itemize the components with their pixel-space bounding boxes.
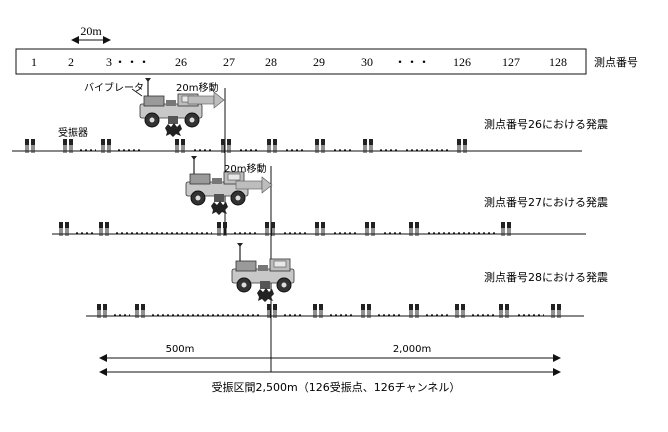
station-number: 1 xyxy=(31,55,37,69)
shot-row-28: 測点番号28における発震 xyxy=(86,242,608,319)
shot-row-26: 20m移動 測点番号26における発震 xyxy=(12,77,608,154)
scale-bar: 20m xyxy=(71,24,111,44)
vibrator-label: バイブレータ xyxy=(84,81,144,94)
station-number: 30 xyxy=(361,55,373,69)
station-number: 29 xyxy=(313,55,325,69)
move-label: 20m移動 xyxy=(224,162,266,175)
vibrator-leader-line xyxy=(131,88,143,97)
distance-arrows: 500m 2,000m 受振区間2,500m（126受振点、126チャンネル） xyxy=(99,344,561,394)
receiver-group xyxy=(96,303,562,319)
station-number: 2 xyxy=(68,55,74,69)
move-label: 20m移動 xyxy=(176,81,218,94)
receiver-group xyxy=(58,221,512,237)
station-number: ・・・ xyxy=(114,55,150,69)
row-label: 測点番号28における発震 xyxy=(484,270,608,284)
shot-row-27: 20m移動 測点番号27における発震 xyxy=(52,155,608,237)
station-number: 27 xyxy=(223,55,235,69)
station-number: 28 xyxy=(265,55,277,69)
station-number: ・・・ xyxy=(394,55,430,69)
station-header-label: 測点番号 xyxy=(594,55,638,69)
station-number: 128 xyxy=(549,55,567,69)
row-label: 測点番号27における発震 xyxy=(484,195,608,209)
receiver-group xyxy=(24,138,468,154)
distance-right-label: 2,000m xyxy=(393,344,431,355)
station-number: 127 xyxy=(502,55,520,69)
total-distance-label: 受振区間2,500m（126受振点、126チャンネル） xyxy=(212,380,461,394)
station-number: 26 xyxy=(175,55,187,69)
scale-label: 20m xyxy=(80,24,102,38)
station-number: 126 xyxy=(453,55,471,69)
vibrator-truck-icon xyxy=(231,242,295,303)
row-label: 測点番号26における発震 xyxy=(484,117,608,131)
distance-left-label: 500m xyxy=(166,344,195,355)
receiver-label: 受振器 xyxy=(58,126,88,139)
station-number: 3 xyxy=(106,55,112,69)
